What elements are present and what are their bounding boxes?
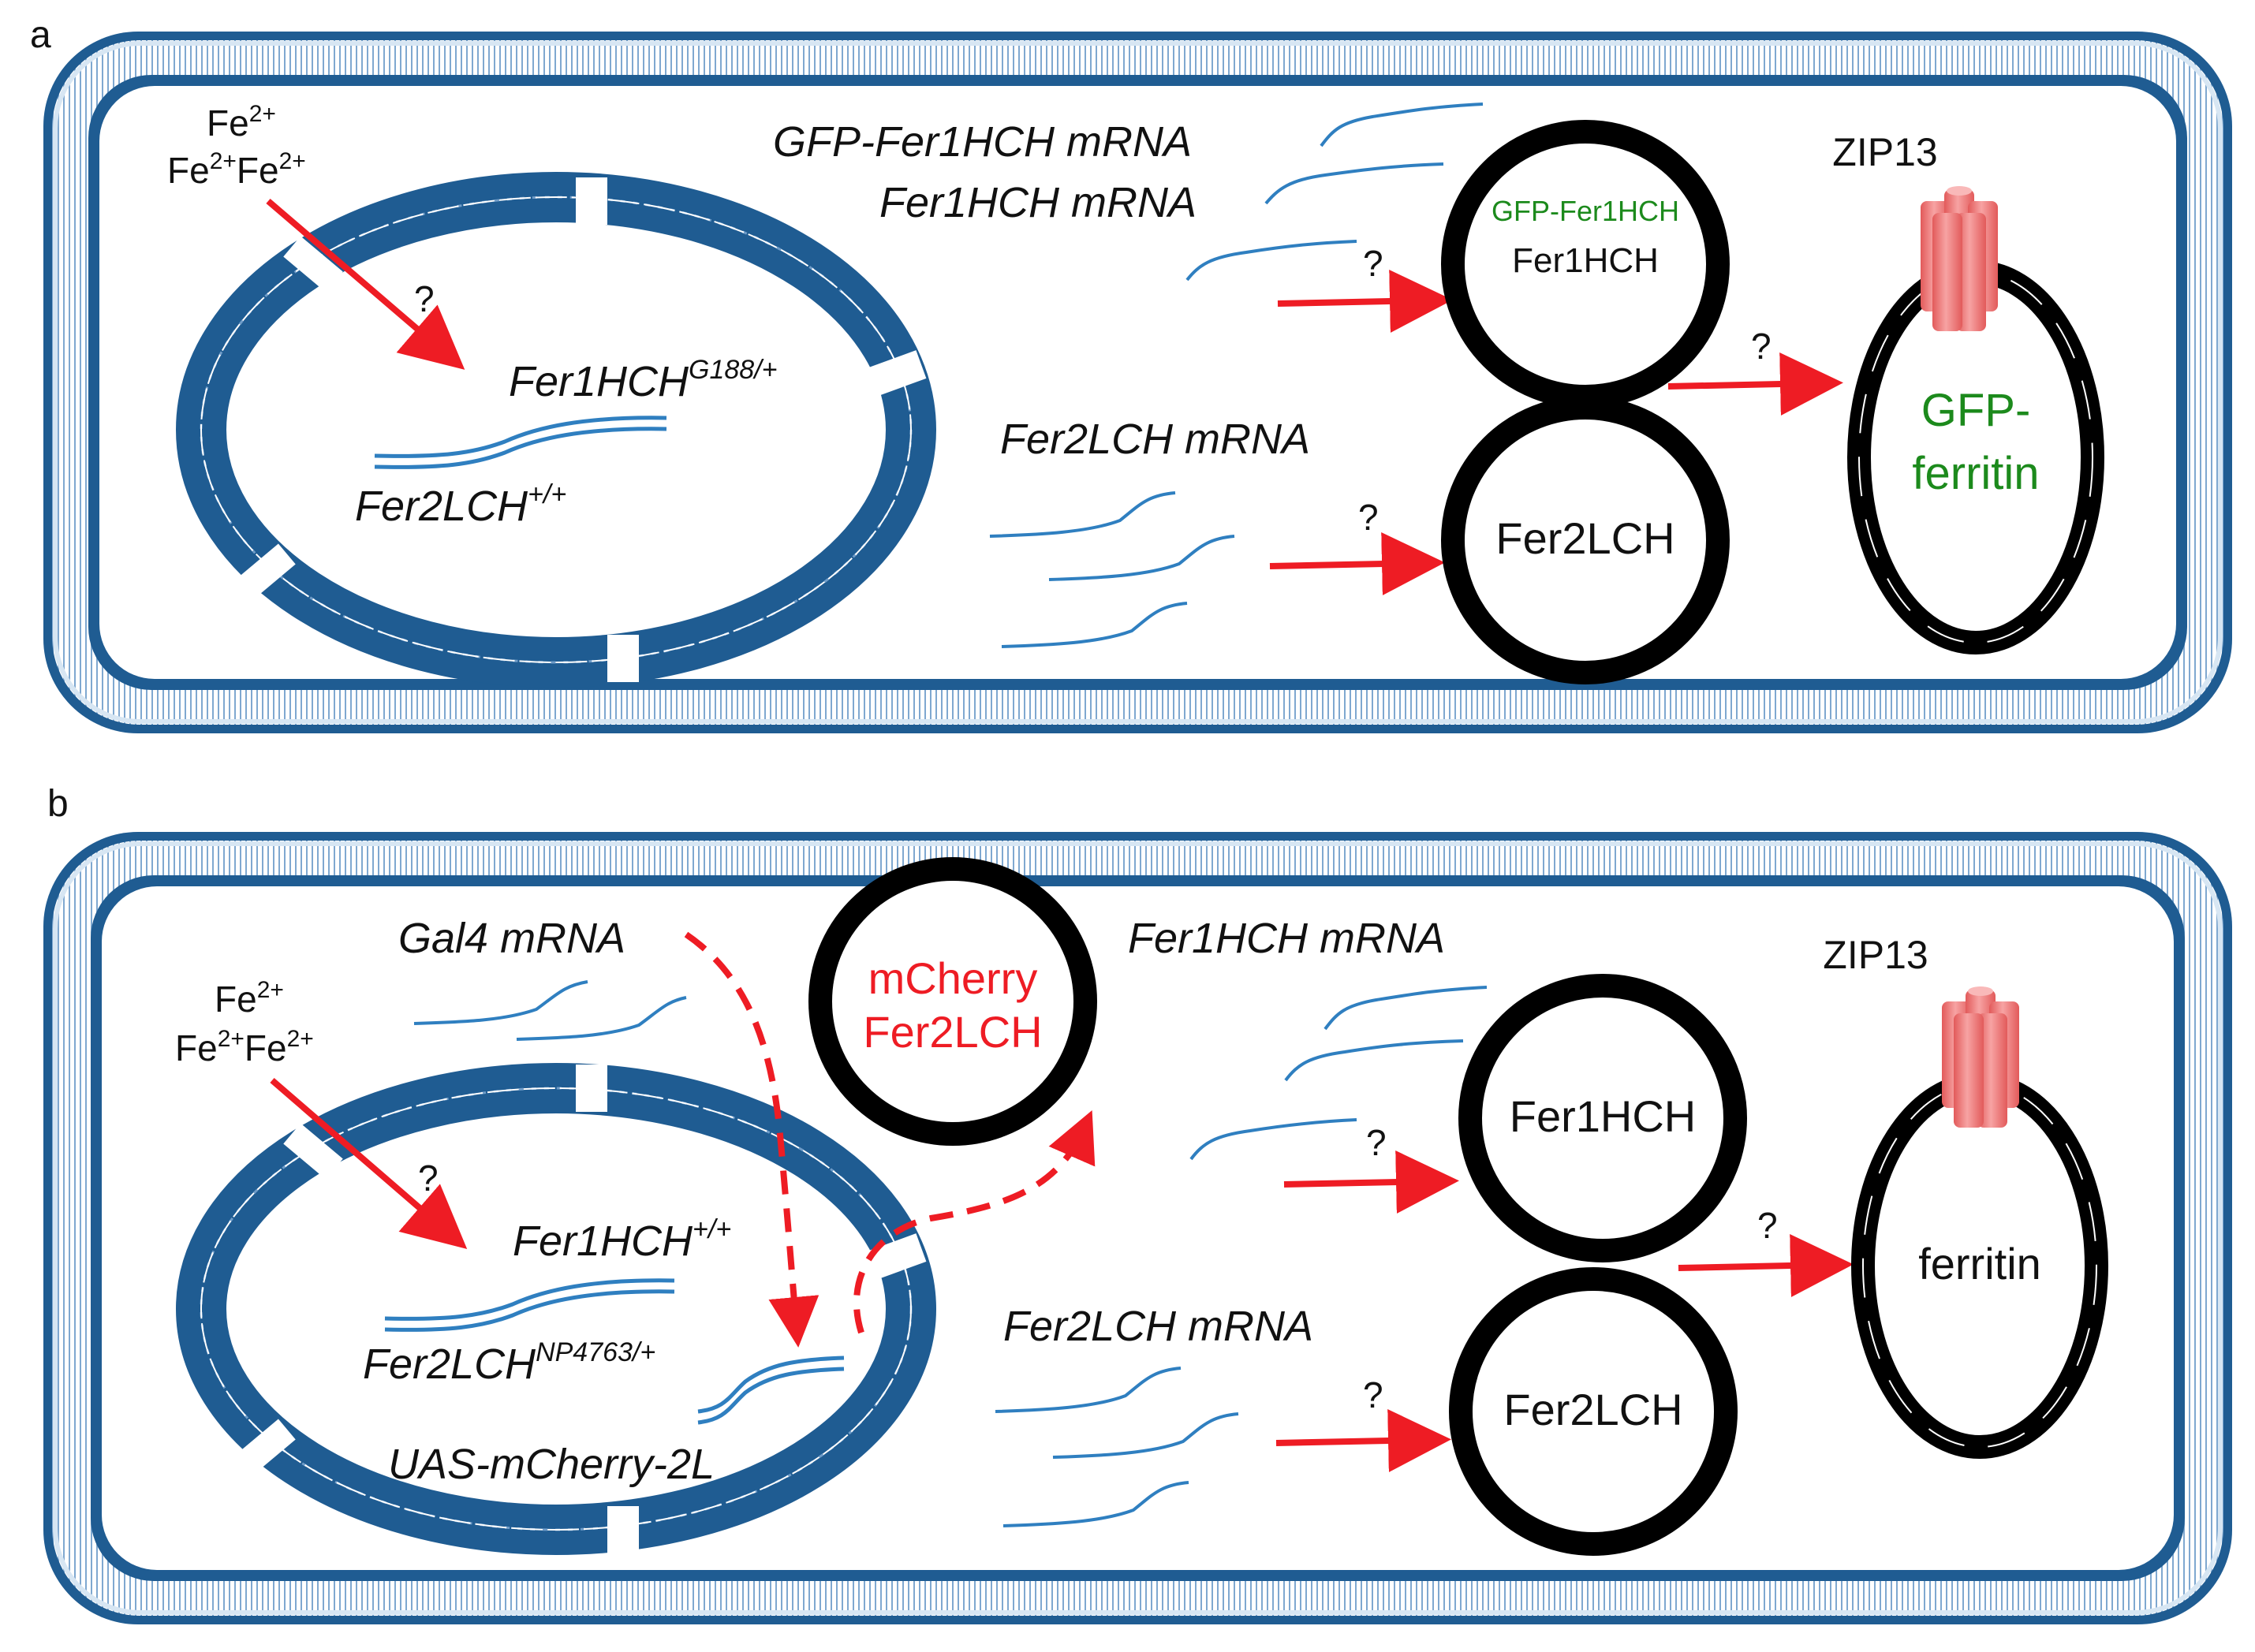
fer2lch-subunit-circle-b [1449, 1267, 1738, 1556]
iron-ions-a: Fe2+ Fe2+Fe2+ [167, 101, 306, 191]
question-mark: ? [1363, 243, 1383, 284]
fer2lch-subunit-label-b: Fer2LCH [1503, 1385, 1682, 1434]
svg-text:Fer1HCHG188/+: Fer1HCHG188/+ [509, 355, 778, 405]
gfp-fer1hch-label: GFP-Fer1HCH [1492, 195, 1679, 227]
fer2lch-subunit-circle-a [1441, 396, 1730, 684]
svg-text:Fer1HCH+/+: Fer1HCH+/+ [513, 1214, 731, 1265]
iron-ions-b: Fe2+ Fe2+Fe2+ [175, 977, 314, 1068]
panel-b-letter: b [47, 783, 69, 825]
uas-mcherry-2l-label: UAS-mCherry-2L [388, 1441, 715, 1488]
panel-a: a Fe2+ Fe2+Fe2+ ? [30, 14, 2232, 733]
iron-import-arrow-a [266, 198, 465, 370]
svg-text:Fe2+: Fe2+ [207, 101, 276, 144]
fer2lch-mrna-label-b: Fer2LCH mRNA [1003, 1303, 1313, 1350]
assembly-arrow-b [1678, 1234, 1854, 1298]
gene-fer2lch-b: Fer2LCH [363, 1341, 536, 1388]
zip13-label-a: ZIP13 [1832, 130, 1937, 174]
gfp-fer1hch-mrna-label: GFP-Fer1HCH mRNA [773, 118, 1192, 166]
panel-b: b Fe2+ Fe2+Fe2+ ? Gal4 mRNA [43, 783, 2232, 1624]
gene-fer2lch-a: Fer2LCH [355, 483, 528, 530]
fer1hch-subunit-label-a: Fer1HCH [1512, 241, 1659, 280]
mrna-strands-a [989, 103, 1484, 648]
gal4-mrna-strands [413, 980, 687, 1041]
fer1hch-subunit-circle-b [1458, 974, 1747, 1262]
translation-arrow-heavy-b [1283, 1150, 1459, 1214]
ferritin-label-b: ferritin [1918, 1239, 2041, 1288]
zip13-label-b: ZIP13 [1823, 933, 1928, 977]
gfp-ferritin-label-line2: ferritin [1912, 448, 2039, 499]
panel-a-letter: a [30, 14, 51, 56]
gene-fer1hch-a: Fer1HCH [509, 358, 689, 405]
zip13-channel-icon [1942, 986, 2019, 1128]
translation-arrow-light-a [1269, 532, 1445, 596]
svg-text:Fe2+Fe2+: Fe2+Fe2+ [167, 148, 306, 191]
question-mark: ? [1751, 326, 1772, 367]
gene-fer1hch-b: Fer1HCH [513, 1218, 693, 1265]
svg-text:Fe2+: Fe2+ [215, 977, 284, 1020]
zip13-channel-icon [1921, 186, 1998, 331]
svg-text:Fer2LCHNP4763/+: Fer2LCHNP4763/+ [363, 1337, 655, 1388]
mcherry-export-arrow [853, 1110, 1096, 1334]
question-mark: ? [1757, 1205, 1778, 1246]
svg-text:Fe2+Fe2+: Fe2+Fe2+ [175, 1026, 314, 1068]
mcherry-label-line2: Fer2LCH [863, 1007, 1042, 1057]
fer2lch-mrna-label-a: Fer2LCH mRNA [1000, 416, 1310, 463]
gal4-activation-arrow [684, 931, 819, 1348]
assembly-arrow-a [1667, 352, 1843, 416]
question-mark: ? [1363, 1374, 1383, 1415]
question-mark: ? [414, 278, 435, 319]
translation-arrow-light-b [1275, 1409, 1451, 1473]
fer2lch-subunit-label-a: Fer2LCH [1495, 513, 1674, 563]
iron-text: Fe [167, 150, 210, 191]
question-mark: ? [1366, 1122, 1387, 1163]
fer1hch-subunit-label-b: Fer1HCH [1510, 1091, 1696, 1141]
iron-text: Fe [175, 1027, 218, 1068]
mcherry-label-line1: mCherry [868, 953, 1038, 1003]
translation-arrow-heavy-a [1277, 270, 1453, 334]
nuclear-envelope-b [176, 1063, 936, 1555]
fer1hch-mrna-label-b: Fer1HCH mRNA [1128, 915, 1445, 962]
mcherry-fer2lch-circle [808, 857, 1097, 1146]
mrna-strands-b [995, 986, 1488, 1527]
iron-text: Fe [215, 979, 257, 1020]
dna-strands-b [384, 1278, 845, 1425]
nuclear-envelope-a [176, 172, 936, 688]
question-mark: ? [418, 1158, 439, 1199]
question-mark: ? [1358, 497, 1379, 538]
iron-import-arrow-b [270, 1077, 468, 1249]
fer1hch-mrna-label-a: Fer1HCH mRNA [879, 179, 1197, 226]
dna-strands-a [374, 416, 667, 469]
svg-text:Fer2LCH+/+: Fer2LCH+/+ [355, 479, 566, 530]
gal4-mrna-label: Gal4 mRNA [398, 915, 625, 962]
gfp-ferritin-label-line1: GFP- [1921, 385, 2031, 436]
iron-text: Fe [207, 103, 249, 144]
